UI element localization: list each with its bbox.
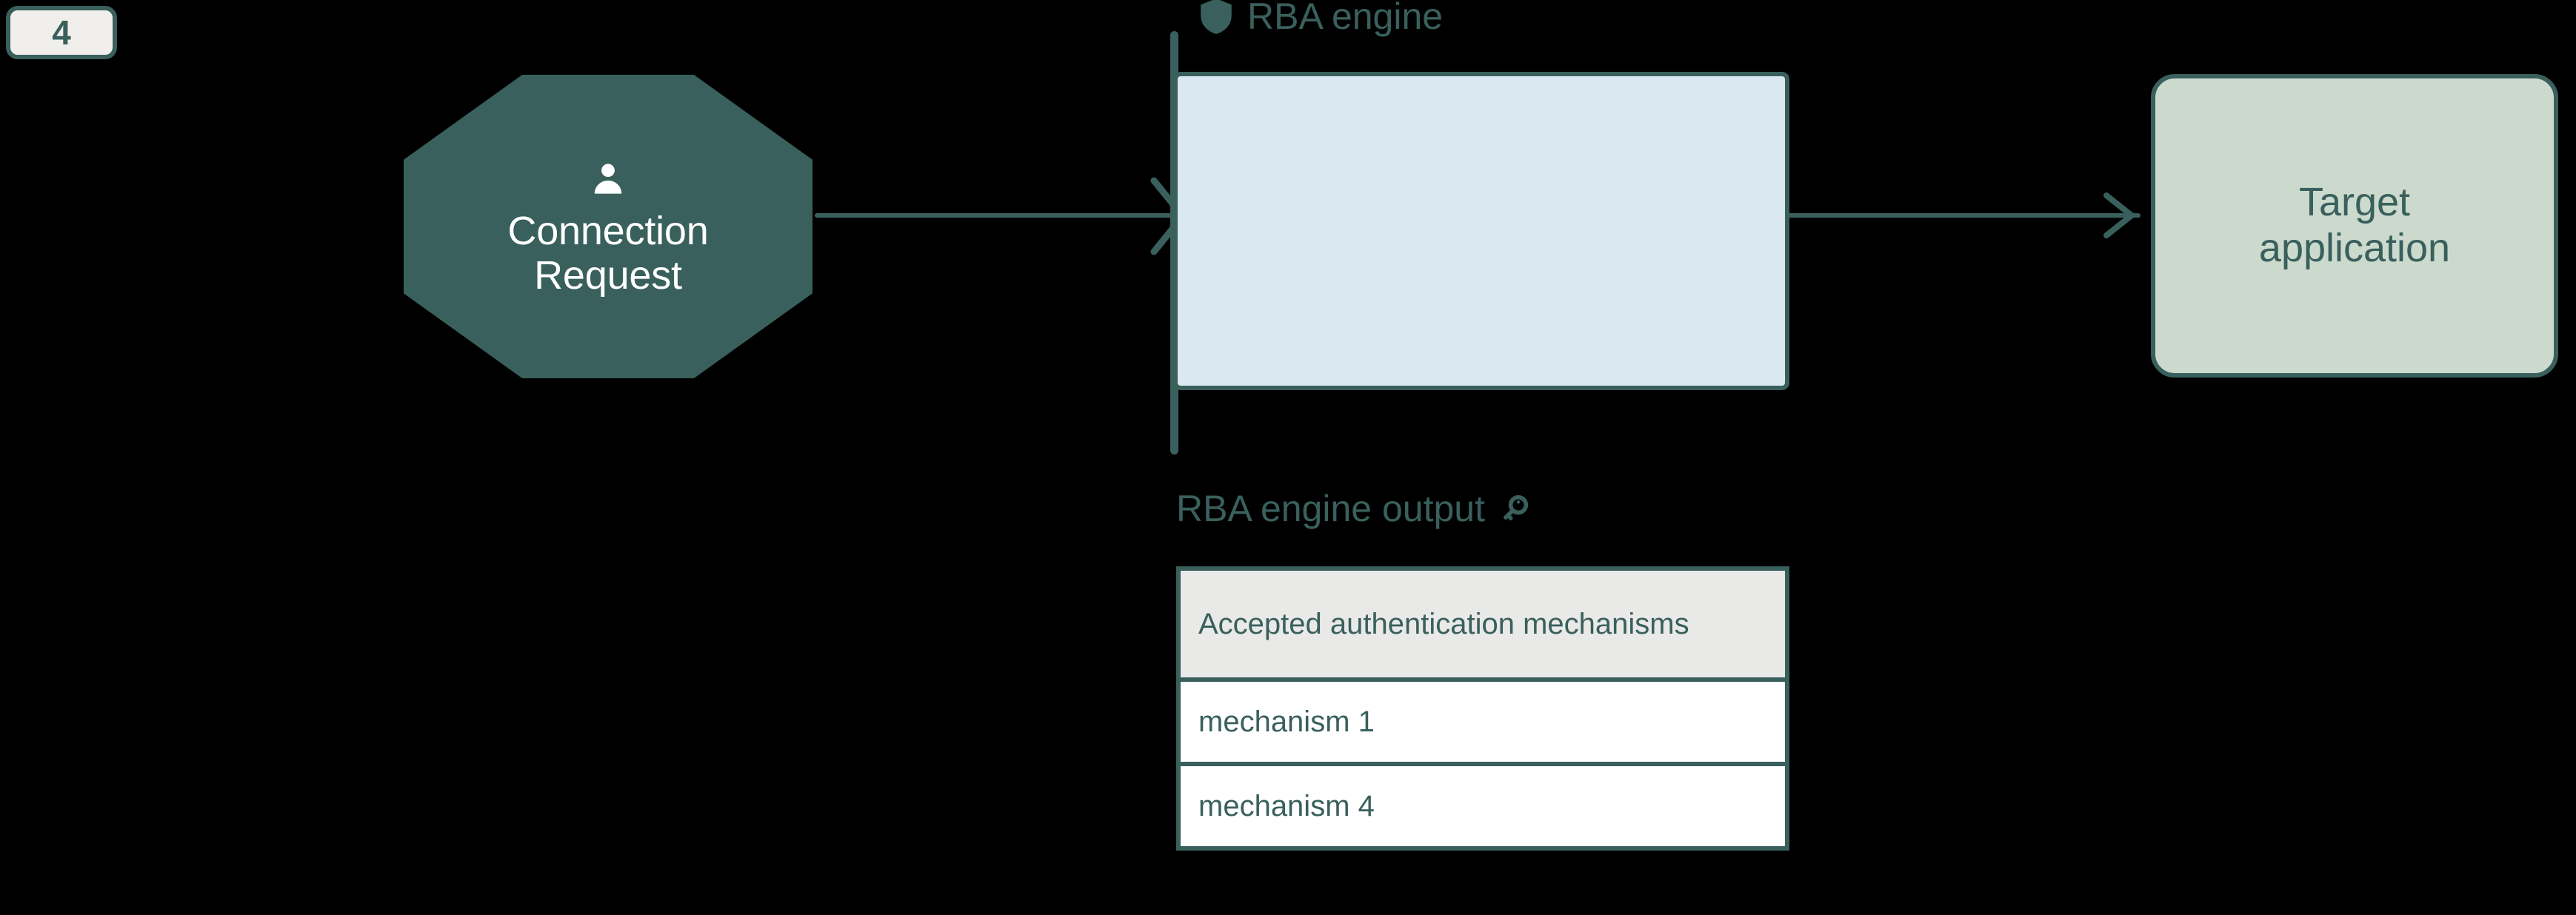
rba-engine-output-header: RBA engine output: [1176, 490, 1529, 527]
rba-engine-output-title: RBA engine output: [1176, 488, 1485, 529]
shield-icon: [1201, 0, 1232, 34]
connector-engine-to-target: [1785, 213, 2140, 218]
rba-engine-header: RBA engine: [1198, 0, 1443, 36]
person-icon: [594, 163, 622, 194]
table-row: mechanism 1: [1181, 682, 1785, 766]
step-number-label: 4: [52, 13, 71, 52]
rba-engine-output-table: Accepted authentication mechanisms mecha…: [1176, 566, 1789, 851]
arrowhead-icon: [2103, 192, 2135, 238]
rba-engine-process-region: [1173, 72, 1789, 390]
table-header-row: Accepted authentication mechanisms: [1181, 571, 1785, 682]
rba-engine-title: RBA engine: [1247, 0, 1444, 37]
table-row: mechanism 4: [1181, 766, 1785, 851]
key-icon: [1504, 495, 1529, 520]
connector-request-to-engine: [815, 213, 1185, 218]
step-number-badge: 4: [6, 6, 117, 59]
